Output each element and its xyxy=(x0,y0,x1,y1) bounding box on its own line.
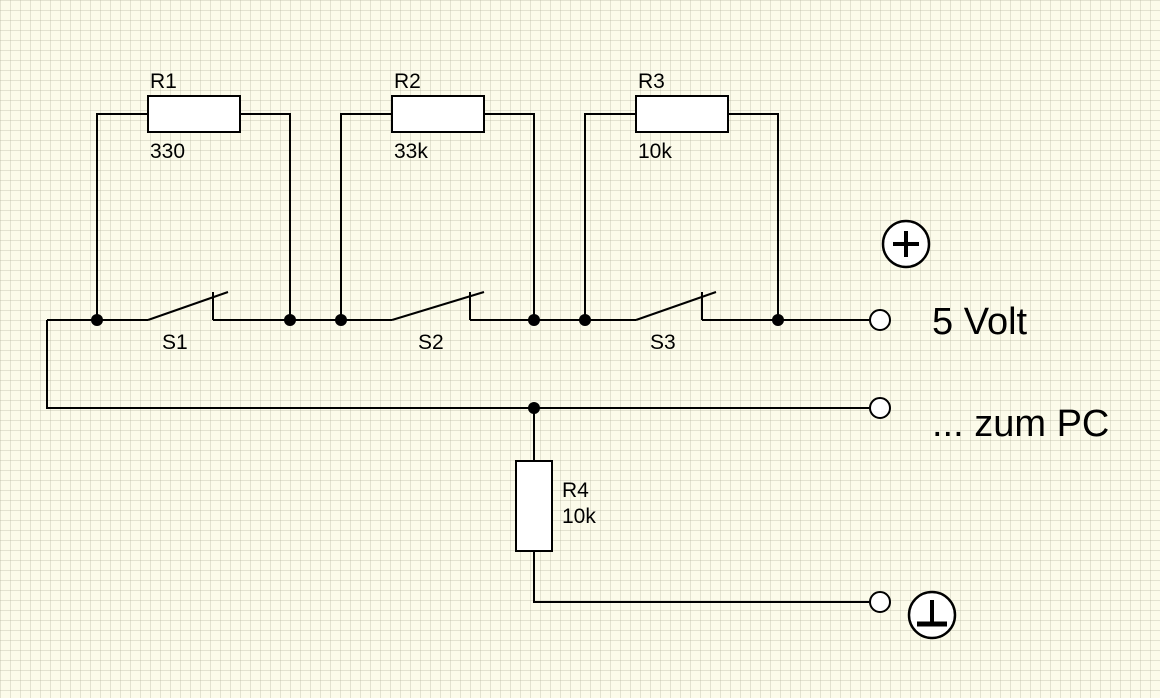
resistor-r1 xyxy=(147,95,241,133)
resistor-r2-ref: R2 xyxy=(394,70,421,93)
resistor-r3 xyxy=(635,95,729,133)
resistor-r4 xyxy=(515,460,553,552)
junction-dot xyxy=(528,314,540,326)
switch-s1: S1 xyxy=(147,291,229,354)
switch-s3: S3 xyxy=(635,291,717,354)
supply-label: 5 Volt xyxy=(932,301,1028,343)
junction-dot xyxy=(91,314,103,326)
terminal-ground xyxy=(869,591,891,613)
ground-symbol-icon xyxy=(907,590,957,640)
switch-s1-label: S1 xyxy=(162,331,188,354)
resistor-r2-value: 33k xyxy=(394,140,428,163)
output-label: ... zum PC xyxy=(932,403,1109,445)
terminal-pc xyxy=(869,397,891,419)
terminal-5v xyxy=(869,309,891,331)
resistor-r1-value: 330 xyxy=(150,140,185,163)
junction-dot xyxy=(284,314,296,326)
branch-r1: R1 330 xyxy=(96,70,291,320)
resistor-r2 xyxy=(391,95,485,133)
switch-s3-label: S3 xyxy=(650,331,676,354)
resistor-r1-ref: R1 xyxy=(150,70,177,93)
branch-r4: R4 10k xyxy=(515,460,869,603)
junction-dot xyxy=(335,314,347,326)
output-line xyxy=(46,320,869,461)
plus-symbol-icon xyxy=(881,219,931,269)
resistor-r3-value: 10k xyxy=(638,140,672,163)
branch-r3: R3 10k xyxy=(584,70,779,320)
branch-r2: R2 33k xyxy=(340,70,535,320)
junction-dot xyxy=(772,314,784,326)
junction-dot xyxy=(579,314,591,326)
switch-s2-label: S2 xyxy=(418,331,444,354)
resistor-r4-ref: R4 xyxy=(562,479,589,502)
junction-dots xyxy=(91,314,784,414)
resistor-r3-ref: R3 xyxy=(638,70,665,93)
resistor-r4-value: 10k xyxy=(562,505,596,528)
switch-s2: S2 xyxy=(391,291,485,354)
